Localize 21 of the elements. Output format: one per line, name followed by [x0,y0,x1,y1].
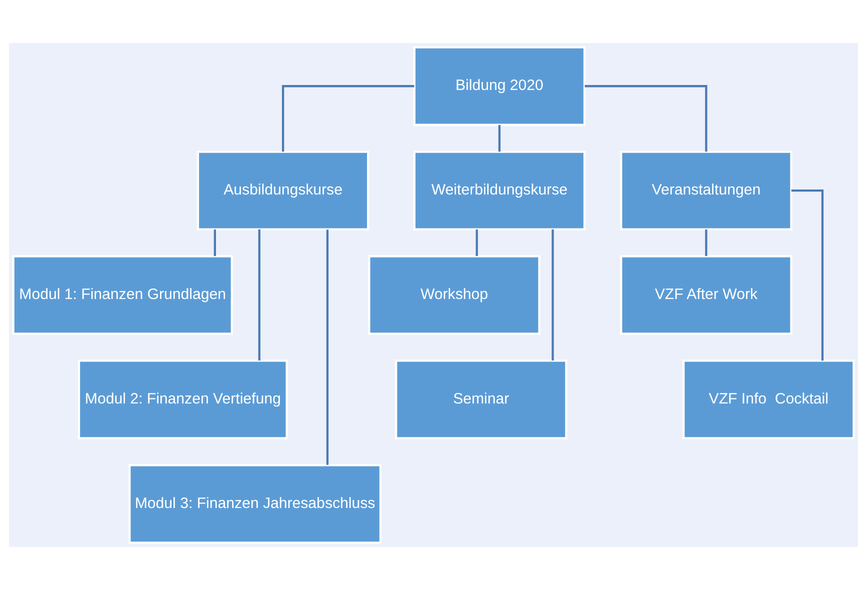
node-box: Workshop [368,254,540,334]
node-box: Modul 3: Finanzen Jahresabschluss [128,464,382,544]
connector [475,228,478,256]
node-box: Weiterbildungskurse [412,150,586,230]
node-box: Bildung 2020 [412,46,586,126]
connector [704,228,707,256]
connector [258,228,260,360]
connector [584,84,707,152]
node-box: VZF After Work [620,254,792,334]
connector [281,84,414,152]
node-box: Seminar [394,359,567,439]
node-box: Ausbildungskurse [196,150,369,230]
connector [326,229,328,464]
node-box: VZF Info Cocktail [682,359,854,439]
connector [213,228,216,256]
connector [498,124,500,152]
node-box: Modul 2: Finanzen Vertiefung [77,359,288,439]
connector [551,228,554,360]
connector [790,188,824,360]
node-box: Modul 1: Finanzen Grundlagen [12,254,232,334]
node-box: Veranstaltungen [620,150,792,230]
